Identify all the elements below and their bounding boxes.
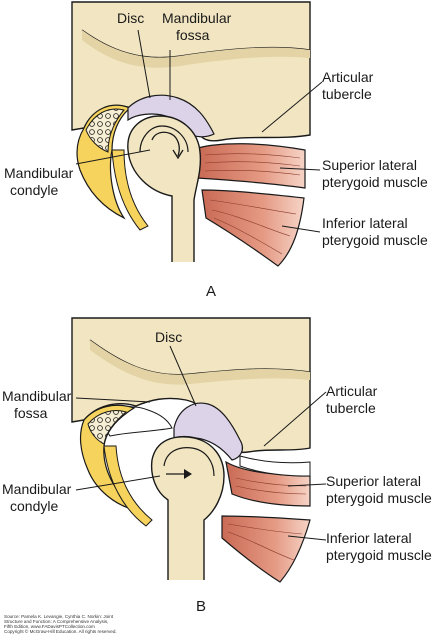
label-superior-b-2: pterygoid muscle [326, 490, 432, 506]
cancellous-bone-a [85, 108, 125, 153]
label-condyle-b-2: condyle [10, 498, 58, 514]
white-gap-b [239, 455, 311, 477]
bone-shade-a [82, 30, 310, 68]
label-tubercle-b-2: tubercle [326, 400, 376, 416]
source-line-3: Fifth Edition, www.FADavisPTCollection.c… [4, 624, 95, 629]
panel-letter-a: A [206, 283, 216, 300]
cancellous-bone-b [87, 410, 128, 445]
inferior-lateral-pterygoid-b [221, 515, 311, 583]
articular-disc-a [127, 94, 215, 138]
label-superior-a-2: pterygoid muscle [322, 174, 428, 190]
panel-letter-b: B [196, 598, 206, 615]
source-line-2: Structure and Function: A Comprehensive … [4, 619, 108, 624]
superior-lateral-pterygoid-a [197, 143, 306, 189]
muscle-fibers-b [227, 477, 307, 561]
label-condyle-a-1: Mandibular [4, 165, 74, 181]
leader-lines-a [75, 29, 323, 233]
label-fossa-b-2: fossa [14, 405, 48, 421]
label-fossa-b-1: Mandibular [2, 388, 72, 404]
label-fossa-a-1: Mandibular [162, 10, 232, 26]
source-line-1: Source: Pamela K. Levangie, Cynthia C. N… [4, 614, 114, 619]
source-caption: Source: Pamela K. Levangie, Cynthia C. N… [4, 614, 117, 634]
panel-a: Disc Mandibular fossa Articular tubercle… [4, 1, 428, 300]
source-line-4: Copyright © McGraw-Hill Education. All r… [4, 628, 117, 634]
panel-b: Disc Mandibular fossa Articular tubercle… [2, 317, 432, 615]
muscle-fibers-a [204, 153, 301, 255]
posterior-cartilage-strip-b [103, 445, 153, 527]
condyle-inner-outline-b [163, 447, 215, 477]
label-tubercle-b-1: Articular [326, 383, 378, 399]
label-inferior-a-2: pterygoid muscle [322, 232, 428, 248]
label-condyle-b-1: Mandibular [2, 481, 72, 497]
label-inferior-a-1: Inferior lateral [322, 215, 408, 231]
label-tubercle-a-1: Articular [322, 69, 374, 85]
condyle-inner-outline-a [139, 125, 189, 153]
label-superior-a-1: Superior lateral [322, 157, 417, 173]
label-superior-b-1: Superior lateral [326, 473, 421, 489]
leader-lines-b [75, 345, 327, 541]
label-inferior-b-1: Inferior lateral [326, 530, 412, 546]
rotation-arrowhead-a [172, 149, 184, 160]
label-fossa-a-2: fossa [176, 27, 210, 43]
label-inferior-b-2: pterygoid muscle [326, 547, 432, 563]
label-disc-a: Disc [117, 10, 144, 26]
rotation-arrow-a [151, 131, 180, 157]
inferior-lateral-pterygoid-a [201, 189, 305, 267]
mandibular-condyle-b [150, 436, 225, 580]
translation-arrowhead-b [184, 469, 192, 479]
posterior-cartilage-strip-a [111, 149, 149, 231]
label-disc-b: Disc [155, 329, 182, 345]
label-tubercle-a-2: tubercle [322, 86, 372, 102]
superior-lateral-pterygoid-b [225, 460, 311, 507]
mandibular-condyle-a [127, 115, 202, 262]
label-condyle-a-2: condyle [10, 182, 58, 198]
bone-shade-b [90, 340, 310, 385]
